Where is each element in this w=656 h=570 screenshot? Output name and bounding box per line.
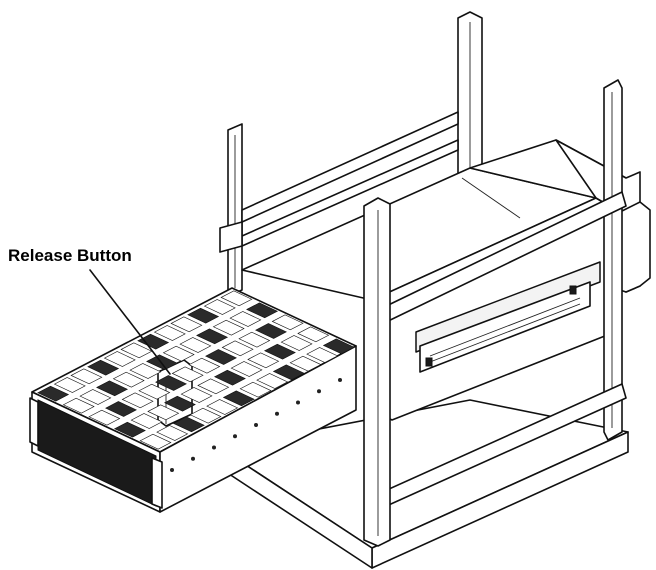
callout-leader-line — [89, 269, 171, 375]
vent-dot — [191, 456, 195, 461]
drive-bay — [205, 349, 237, 365]
rack-post-front-left — [363, 197, 391, 547]
drive-bay — [155, 375, 187, 391]
drive-bay — [139, 433, 172, 450]
drive-bay — [213, 369, 246, 386]
drive-bay — [289, 355, 322, 372]
vent-dot — [212, 445, 216, 450]
drive-bay — [79, 389, 112, 405]
drive-bay — [238, 331, 271, 348]
drive-bay — [153, 325, 186, 341]
drive-bay — [146, 354, 179, 371]
drive-bay — [220, 290, 253, 307]
drive-bay — [130, 413, 163, 429]
drive-bay — [179, 337, 212, 353]
drive-bay — [105, 401, 137, 417]
drive-bay — [221, 340, 254, 357]
drive-bay — [297, 326, 330, 343]
drive-bay — [322, 338, 355, 355]
drive-bay — [255, 323, 287, 339]
drive-bay — [206, 399, 239, 415]
rack-post-back-left — [227, 123, 243, 297]
drive-bay — [112, 371, 145, 388]
drive-bay — [306, 347, 339, 363]
drive-bay — [147, 404, 180, 421]
drive-bay — [229, 311, 262, 327]
vent-dot — [296, 400, 300, 405]
drive-bay — [171, 366, 204, 383]
drive-bay — [37, 385, 70, 402]
drive-bay — [162, 345, 195, 362]
drive-bay — [96, 380, 129, 397]
vent-dot — [233, 434, 237, 439]
rack-rear-rails — [219, 111, 459, 253]
drive-bay — [180, 387, 213, 403]
vent-dot — [254, 423, 258, 427]
drive-bay — [137, 333, 170, 350]
drive-bay — [129, 363, 162, 379]
drive-bay — [272, 364, 305, 381]
drive-bay — [87, 359, 120, 376]
drive-bay — [172, 416, 205, 433]
release-button-label: Release Button — [8, 246, 132, 265]
drive-bay — [247, 352, 280, 369]
rack-post-front-right — [603, 79, 623, 441]
vent-dot — [317, 389, 321, 394]
drive-bay — [246, 302, 279, 319]
drive-bays — [37, 290, 355, 450]
drive-bay — [271, 314, 304, 331]
drive-bay — [156, 425, 189, 441]
drive-bay — [163, 395, 196, 412]
vent-dot — [170, 468, 174, 472]
drive-bay — [70, 368, 103, 385]
drive-bay — [88, 409, 121, 426]
drive-bay — [103, 351, 136, 367]
drive-bay — [62, 397, 95, 414]
drive-bay — [170, 316, 203, 333]
drive-bay — [263, 343, 296, 360]
vent-dot — [338, 378, 342, 382]
drive-bay — [53, 377, 86, 393]
drive-bay — [280, 335, 313, 351]
drive-bay — [212, 319, 245, 336]
drive-bay — [256, 373, 289, 389]
drive-bay — [239, 381, 272, 398]
drive-bay — [196, 328, 229, 345]
drive-bay — [197, 378, 230, 395]
drive-bay — [138, 383, 171, 400]
chassis-side-vents — [170, 378, 342, 472]
drive-bay — [222, 390, 255, 407]
drive-bay — [203, 299, 236, 315]
drive-bay — [121, 392, 154, 409]
drive-bay — [188, 357, 221, 374]
drive-bay — [230, 361, 263, 377]
drive-bay — [189, 407, 222, 424]
vent-dot — [275, 411, 279, 416]
drive-bay — [113, 421, 146, 438]
drive-bay — [187, 307, 220, 324]
